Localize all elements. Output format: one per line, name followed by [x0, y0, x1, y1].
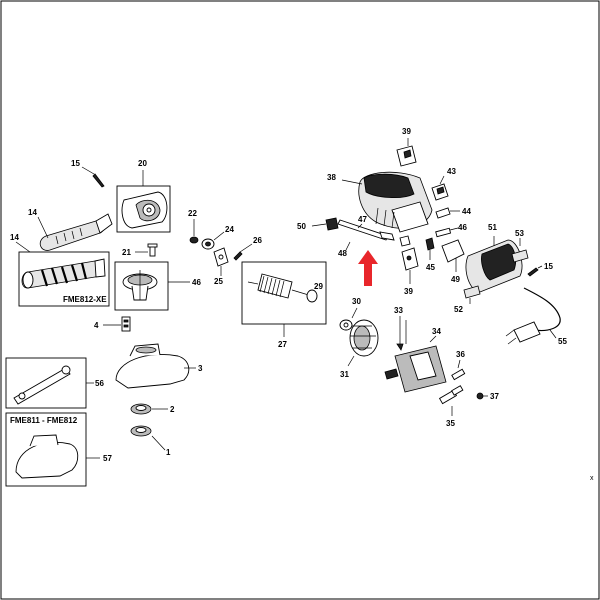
label-38: 38 [327, 173, 336, 182]
label-50: 49 [451, 275, 460, 284]
part-35-brush-holder [438, 385, 464, 416]
label-55: 55 [558, 337, 567, 346]
page-mark: x [590, 475, 594, 482]
label-2: 2 [170, 405, 175, 414]
label-21: 21 [122, 248, 131, 257]
part-50-boot [441, 239, 465, 272]
label-45: 45 [426, 263, 435, 272]
label-51: 51 [488, 223, 497, 232]
label-46: 46 [458, 223, 467, 232]
part-4-key [103, 316, 131, 332]
label-14-top: 14 [28, 208, 37, 217]
label-37: 37 [490, 392, 499, 401]
guard-variant-box [5, 412, 100, 487]
part-38-motor-housing [341, 171, 433, 233]
part-24-bearing [201, 231, 225, 250]
part-43-block [431, 175, 449, 201]
label-4: 4 [94, 321, 99, 330]
part-25-plate [213, 247, 229, 276]
part-32-spindle-assembly [114, 261, 190, 311]
part-27-armature [241, 261, 327, 337]
label-29: 29 [314, 282, 323, 291]
label-24: 24 [225, 225, 234, 234]
label-57: 57 [103, 454, 112, 463]
label-44: 44 [462, 207, 471, 216]
part-15-screw-right [527, 265, 543, 277]
part-2-flange [130, 403, 168, 415]
part-31-fan-housing [347, 319, 379, 367]
label-56: 56 [95, 379, 104, 388]
part-56-spanner [5, 357, 94, 409]
label-30: 30 [352, 297, 361, 306]
part-15-screw [81, 166, 105, 188]
part-37-screw [476, 392, 488, 400]
pointer-arrow [358, 250, 378, 286]
part-33-screws [396, 316, 407, 351]
label-32: 46 [192, 278, 201, 287]
part-55-power-cord [505, 287, 561, 345]
part-21-pin [135, 243, 158, 257]
part-3-guard [115, 343, 196, 389]
part-47-48-49-rod [311, 217, 395, 251]
guard-variant-label: FME811 - FME812 [10, 416, 78, 425]
label-52: 52 [454, 305, 463, 314]
part-53-plate [511, 238, 529, 263]
part-20-gear-head [116, 170, 171, 233]
part-44-connector [435, 207, 460, 219]
part-1-clamp-nut [130, 425, 166, 451]
part-26-screw [233, 243, 253, 261]
label-48: 48 [338, 249, 347, 258]
part-51-rear-handle [465, 236, 523, 293]
label-15-right: 15 [544, 262, 553, 271]
label-47: 47 [358, 215, 367, 224]
part-45-46 [425, 227, 459, 260]
label-39-mid: 39 [404, 287, 413, 296]
label-35: 35 [446, 419, 455, 428]
label-14-boxed: 14 [10, 233, 19, 242]
label-20: 20 [138, 159, 147, 168]
handle-variant-box [15, 241, 110, 307]
part-39-switch-mid [399, 235, 419, 284]
part-22-nut [189, 219, 199, 244]
part-39-switch [396, 138, 417, 167]
part-30-bearing [339, 307, 358, 331]
label-1: 1 [166, 448, 171, 457]
part-36-brush [451, 359, 466, 381]
label-27: 27 [278, 340, 287, 349]
label-22: 22 [188, 209, 197, 218]
label-39-top: 39 [402, 127, 411, 136]
part-14-side-handle [37, 213, 113, 251]
label-36: 36 [456, 350, 465, 359]
label-53: 53 [515, 229, 524, 238]
handle-variant-label: FME812-XE [63, 295, 107, 304]
label-25: 25 [214, 277, 223, 286]
part-52-plate [463, 285, 481, 304]
label-26: 26 [253, 236, 262, 245]
label-3: 3 [198, 364, 203, 373]
label-31: 31 [340, 370, 349, 379]
label-15: 15 [71, 159, 80, 168]
part-34-stator [384, 335, 447, 393]
label-34: 34 [432, 327, 441, 336]
label-33: 33 [394, 306, 403, 315]
label-49: 50 [297, 222, 306, 231]
label-43: 43 [447, 167, 456, 176]
